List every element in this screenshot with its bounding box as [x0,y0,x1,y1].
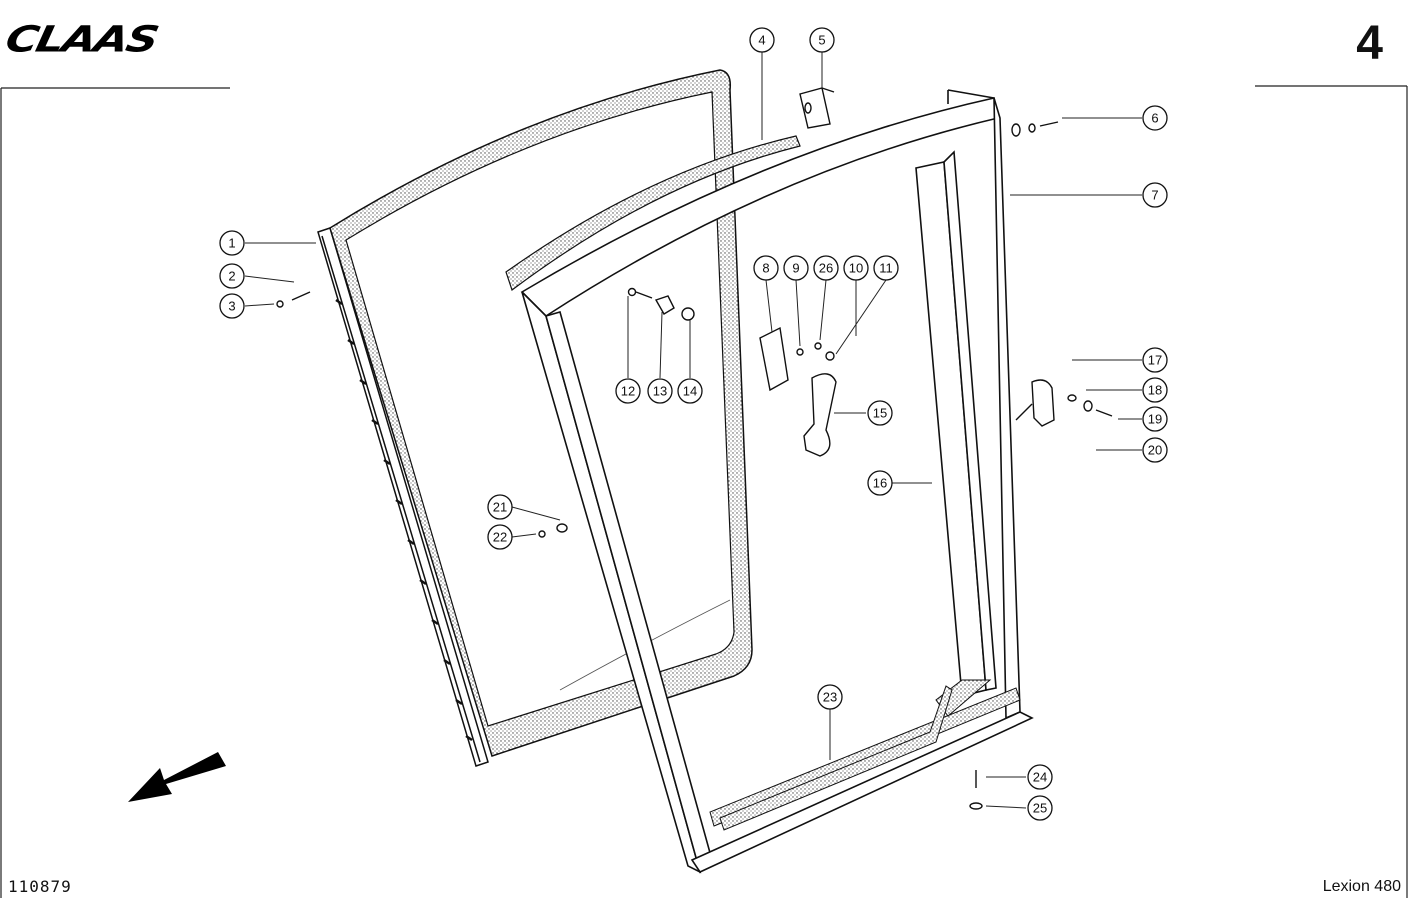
bracket [799,87,835,129]
callout-3: 3 [219,293,245,319]
svg-text:8: 8 [762,261,769,276]
door-frame [520,89,1034,874]
callout-22: 22 [487,524,513,550]
callout-9: 9 [783,255,809,281]
svg-text:9: 9 [792,261,799,276]
svg-text:18: 18 [1148,383,1162,398]
page-number: 4 [1356,17,1383,70]
svg-text:25: 25 [1033,801,1047,816]
callout-4: 4 [749,27,775,53]
svg-text:12: 12 [621,384,635,399]
callout-2: 2 [219,263,245,289]
svg-text:23: 23 [823,690,837,705]
callout-23: 23 [817,684,843,710]
callout-11: 11 [873,255,899,281]
document-number: 110879 [8,877,72,896]
bottom-seal [719,685,953,831]
svg-text:24: 24 [1033,770,1047,785]
svg-text:16: 16 [873,476,887,491]
svg-text:7: 7 [1151,188,1158,203]
callout-5: 5 [809,27,835,53]
svg-text:1: 1 [228,236,235,251]
leader-lines [244,52,1142,809]
svg-text:13: 13 [653,384,667,399]
callout-17: 17 [1142,347,1168,373]
callout-19: 19 [1142,406,1168,432]
svg-text:6: 6 [1151,111,1158,126]
svg-text:22: 22 [493,530,507,545]
svg-text:10: 10 [849,261,863,276]
model-name: Lexion 480 [1322,878,1401,895]
callout-14: 14 [677,378,703,404]
callout-20: 20 [1142,437,1168,463]
svg-text:5: 5 [818,33,825,48]
svg-text:3: 3 [228,299,235,314]
callout-10: 10 [843,255,869,281]
callout-18: 18 [1142,377,1168,403]
callout-1: 1 [219,230,245,256]
svg-text:11: 11 [879,261,893,276]
callout-12: 12 [615,378,641,404]
latch-assembly [276,121,1113,810]
svg-text:20: 20 [1148,443,1162,458]
top-seal-strip [505,135,801,291]
callout-15: 15 [867,400,893,426]
svg-text:17: 17 [1148,353,1162,368]
sheet-border [0,85,1408,898]
svg-text:26: 26 [819,261,833,276]
svg-text:15: 15 [873,406,887,421]
callout-8: 8 [753,255,779,281]
callout-25: 25 [1027,795,1053,821]
callout-13: 13 [647,378,673,404]
callout-26: 26 [813,255,839,281]
callout-24: 24 [1027,764,1053,790]
svg-text:19: 19 [1148,412,1162,427]
svg-text:14: 14 [683,384,697,399]
svg-text:4: 4 [758,33,765,48]
callout-6: 6 [1142,105,1168,131]
callout-16: 16 [867,470,893,496]
svg-text:21: 21 [493,500,507,515]
callout-7: 7 [1142,182,1168,208]
callout-21: 21 [487,494,513,520]
svg-text:2: 2 [228,269,235,284]
arrow-southwest-icon [128,752,226,802]
hinge-strip [317,227,489,767]
